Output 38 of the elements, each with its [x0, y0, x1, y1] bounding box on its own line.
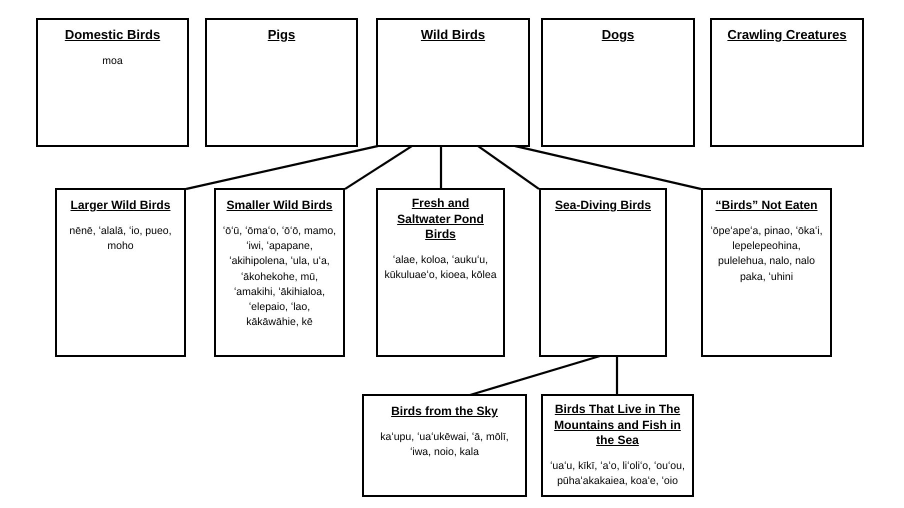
- category-heading: “Birds” Not Eaten: [715, 198, 818, 214]
- category-heading: Wild Birds: [420, 27, 486, 44]
- connector-line: [344, 145, 413, 190]
- category-box: [55, 188, 186, 357]
- category-box: [539, 188, 667, 357]
- category-heading: Fresh and Saltwater Pond Birds: [396, 196, 485, 243]
- category-heading: Sea-Diving Birds: [554, 198, 652, 214]
- category-heading: Birds from the Sky: [391, 404, 498, 420]
- category-box: [710, 18, 864, 147]
- category-heading: Birds That Live in The Mountains and Fish in the Sea: [553, 402, 682, 449]
- bird-name-list: ʻōpeʻapeʻa, pinao, ʻōkaʻi, lepelepeohina, pulelehua, nalo, nalo paka, ʻuhini: [709, 224, 824, 285]
- category-box: [376, 188, 505, 357]
- bird-name-list: nēnē, ʻalalā, ʻio, pueo, moho: [63, 224, 178, 254]
- connector-line: [477, 145, 540, 190]
- category-heading: Dogs: [602, 27, 634, 44]
- connector-line: [470, 354, 600, 396]
- category-box: [376, 18, 530, 147]
- bird-name-list: moa: [44, 54, 181, 70]
- category-box: [541, 18, 695, 147]
- bird-name-list: kaʻupu, ʻuaʻukēwai, ʻā, mōlī, ʻiwa, noio, kala: [370, 430, 519, 460]
- category-heading: Crawling Creatures: [727, 27, 847, 44]
- category-box: [362, 394, 527, 497]
- category-box: [701, 188, 832, 357]
- category-heading: Domestic Birds: [64, 27, 160, 44]
- connector-line: [616, 356, 618, 395]
- category-heading: Smaller Wild Birds: [226, 198, 332, 214]
- bird-name-list: ʻalae, koloa, ʻaukuʻu, kūkuluaeʻo, kioea, kōlea: [384, 253, 497, 284]
- bird-name-list: ʻuaʻu, kīkī, ʻaʻo, liʻoliʻo, ʻouʻou, pūhaʻakakaiea, koaʻe, ʻoio: [549, 459, 686, 490]
- connector-line: [440, 146, 442, 189]
- connector-line: [514, 144, 702, 190]
- category-box: [541, 394, 694, 497]
- connector-line: [186, 144, 378, 190]
- category-heading: Larger Wild Birds: [70, 198, 170, 214]
- category-heading: Pigs: [268, 27, 296, 44]
- category-box: [36, 18, 189, 147]
- category-box: [214, 188, 345, 357]
- category-box: [205, 18, 358, 147]
- bird-name-list: ʻōʻū, ʻōmaʻo, ʻōʻō, mamo, ʻiwi, ʻapapane, ʻakihipolena, ʻula, uʻa, ʻākohekohe, mū, ʻamakihi, ʻākihialoa, ʻelepaio, ʻlao, kākāwāhie, kē: [222, 224, 337, 331]
